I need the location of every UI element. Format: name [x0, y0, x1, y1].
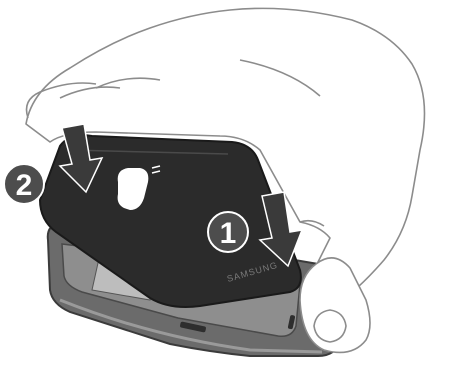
step-badge-icon: 1 [208, 212, 248, 252]
step-2-number: 2 [16, 169, 33, 202]
thumb-nail [314, 310, 346, 342]
step-badge-icon: 2 [4, 164, 44, 204]
step-1-number: 1 [220, 217, 237, 250]
